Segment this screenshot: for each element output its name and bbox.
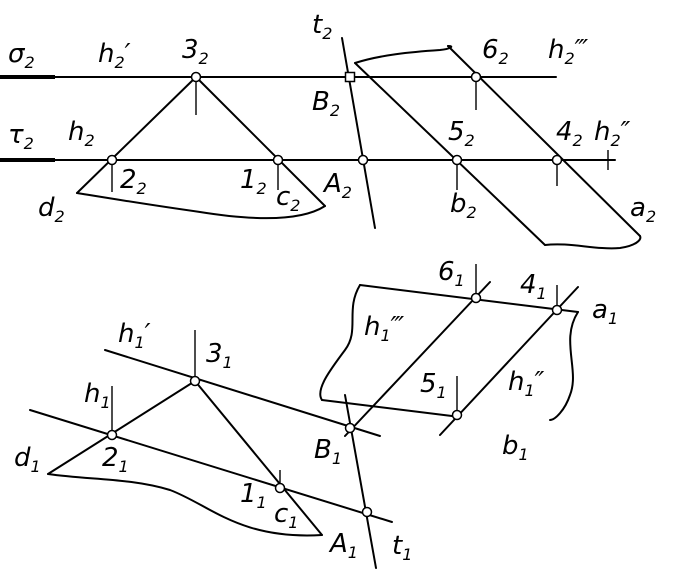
label-5-1: 51 [420, 369, 447, 402]
label-d1: d1 [14, 443, 41, 476]
label-5-2: 52 [448, 117, 475, 150]
label-d2: d2 [38, 193, 65, 226]
point-1-2 [272, 154, 284, 166]
plane-d1-edge-left [47, 380, 196, 475]
plane-d1-break-line [47, 473, 323, 537]
point-2-1 [106, 429, 118, 441]
label-h2: h2 [68, 117, 95, 150]
point-6-2 [470, 71, 482, 83]
label-A2: A2 [322, 169, 352, 202]
label-sigma2: σ2 [8, 39, 35, 72]
label-2-1: 21 [102, 443, 129, 476]
label-h2-triple: h2‴ [548, 35, 589, 68]
plane-a1-break-left [319, 284, 361, 401]
label-h2-prime: h2′ [98, 39, 131, 72]
label-6-2: 62 [482, 35, 509, 68]
plane-d2-edge-left [76, 76, 197, 194]
plane-a2-edge-left [354, 62, 546, 246]
plane-d2-break-line [76, 192, 326, 220]
point-B2 [344, 71, 356, 83]
plane-a2-break-bottom [544, 235, 642, 250]
label-A1: A1 [328, 529, 358, 562]
label-B2: B2 [312, 87, 340, 120]
front-view [0, 37, 642, 250]
label-c1: c1 [274, 499, 298, 532]
label-1-2: 12 [240, 165, 267, 198]
plane-a1-break-right [549, 311, 579, 421]
label-a2: a2 [630, 193, 656, 226]
point-A2 [357, 154, 369, 166]
label-a1: a1 [592, 295, 618, 328]
label-h1-prime: h1′ [118, 319, 151, 352]
point-1-1 [274, 482, 286, 494]
label-b2: b2 [450, 189, 477, 222]
plane-d2-edge-right [195, 76, 326, 207]
plane-a2-break-top [354, 45, 453, 64]
line-through-6-1 [344, 281, 491, 437]
point-2-2 [106, 154, 118, 166]
label-h1-double: h1″ [508, 367, 545, 400]
label-4-1: 41 [520, 270, 547, 303]
label-t1: t1 [392, 531, 412, 564]
label-3-1: 31 [206, 339, 233, 372]
point-A1 [361, 506, 373, 518]
point-6-1 [470, 292, 482, 304]
plane-a1-edge-top [359, 284, 579, 313]
top-view [29, 264, 579, 569]
point-5-1 [451, 409, 463, 421]
label-1-1: 11 [240, 479, 267, 512]
point-B1 [344, 422, 356, 434]
label-h2-double: h2″ [594, 117, 631, 150]
label-4-2: 42 [556, 117, 583, 150]
point-3-2 [190, 71, 202, 83]
label-6-1: 61 [438, 257, 465, 290]
point-4-2 [551, 154, 563, 166]
label-t2: t2 [312, 10, 332, 43]
point-3-1 [189, 375, 201, 387]
label-2-2: 22 [120, 165, 147, 198]
plane-d1-edge-right [194, 380, 323, 536]
labels: σ2 τ2 h2′ h2 32 22 12 c2 d2 t2 B2 A2 62 … [8, 10, 656, 564]
label-h1: h1 [84, 379, 111, 412]
label-h1-triple: h1‴ [364, 312, 405, 345]
label-B1: B1 [314, 435, 342, 468]
label-3-2: 32 [182, 35, 209, 68]
point-4-1 [551, 304, 563, 316]
line-h1-prime [104, 349, 381, 437]
label-c2: c2 [276, 182, 300, 215]
line-t2 [341, 37, 376, 229]
label-b1: b1 [502, 431, 529, 464]
plane-a1-edge-bottom [321, 399, 461, 418]
label-tau2: τ2 [8, 120, 34, 153]
line-h1 [29, 409, 393, 523]
point-5-2 [451, 154, 463, 166]
